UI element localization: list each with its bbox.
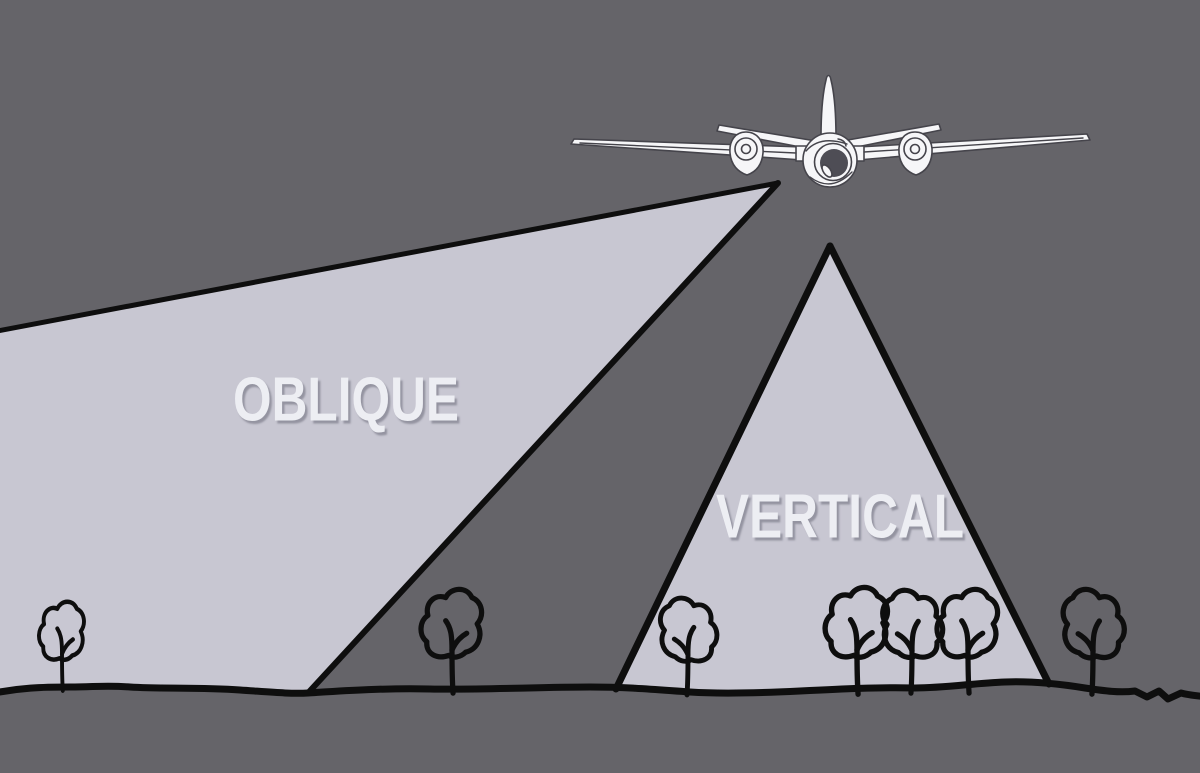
oblique-beam — [0, 180, 781, 696]
ground-line — [0, 678, 1200, 703]
vertical-label: VERTICAL — [716, 482, 964, 552]
vertical-beam — [612, 242, 1053, 693]
oblique-label: OBLIQUE — [233, 365, 459, 435]
airplane-icon — [570, 74, 1091, 188]
